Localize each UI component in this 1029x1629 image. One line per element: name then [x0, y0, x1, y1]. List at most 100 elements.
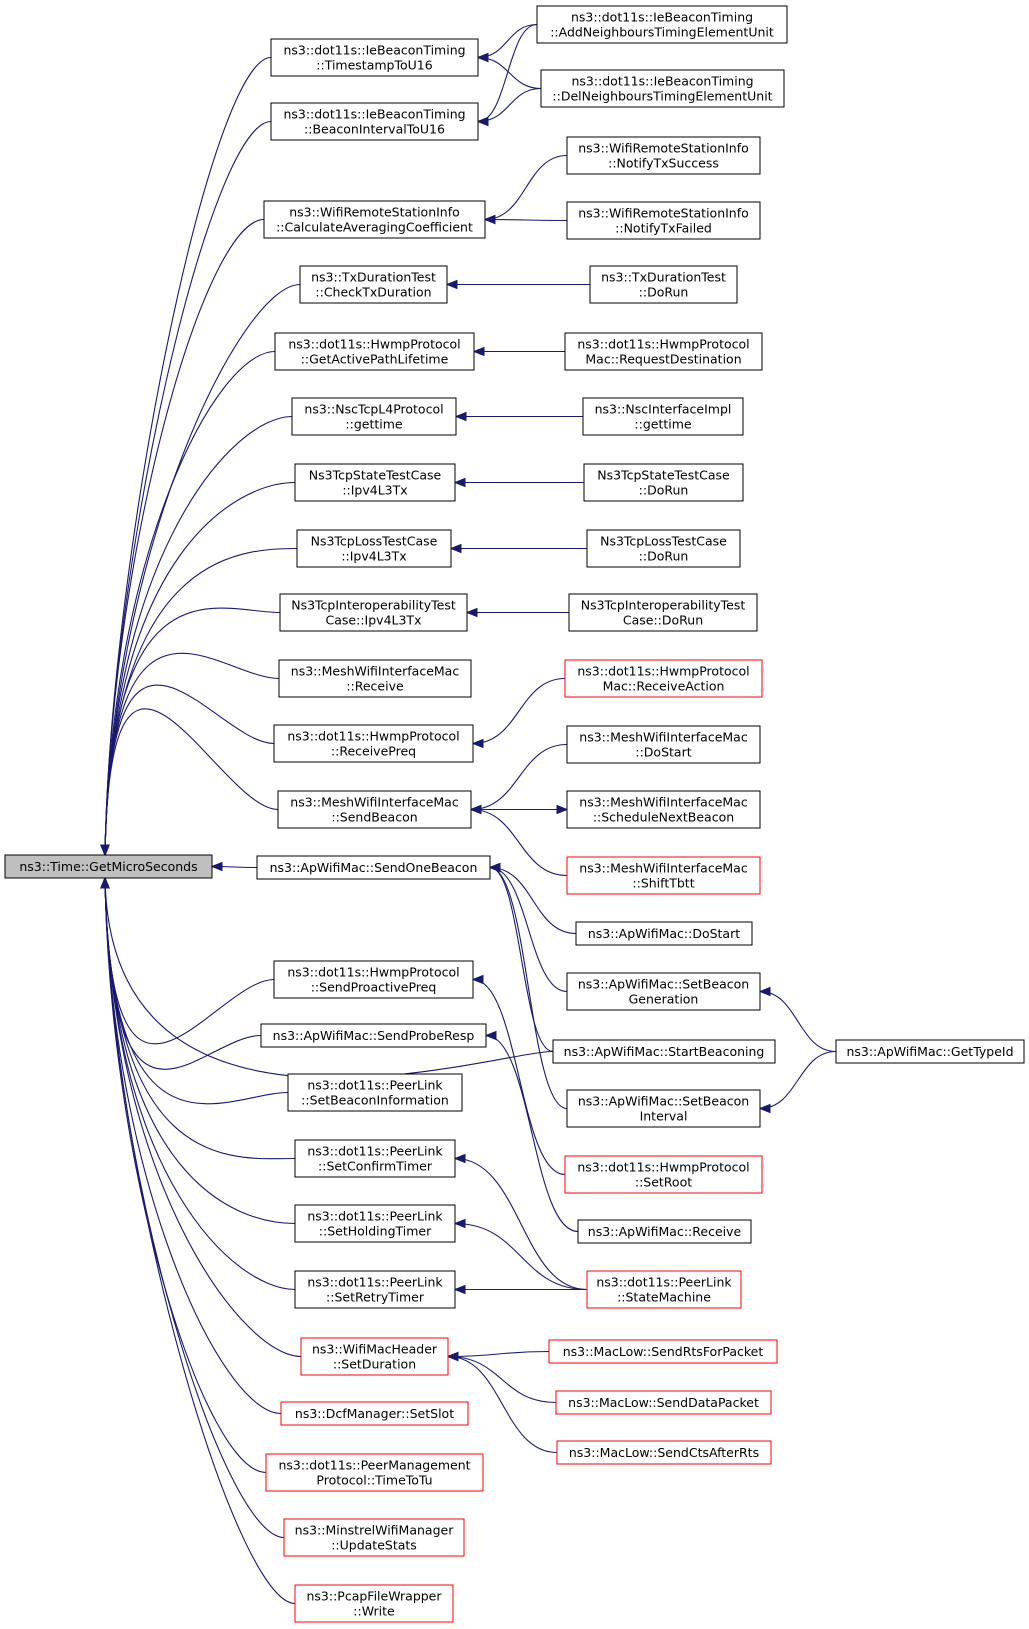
- arrowhead: [556, 804, 569, 815]
- caller-node[interactable]: ns3::dot11s::PeerLink::StateMachine: [586, 1270, 742, 1309]
- node-label: Ns3TcpLossTestCase: [600, 534, 727, 549]
- caller-node[interactable]: ns3::WifiMacHeader::SetDuration: [300, 1337, 449, 1376]
- node-box: [564, 659, 763, 698]
- caller-node[interactable]: ns3::MacLow::SendRtsForPacket: [548, 1339, 778, 1364]
- caller-node[interactable]: ns3::dot11s::IeBeaconTiming::AddNeighbou…: [536, 5, 788, 44]
- caller-node[interactable]: ns3::dot11s::HwmpProtocol::SendProactive…: [273, 960, 474, 999]
- node-box: [260, 1023, 487, 1048]
- caller-node[interactable]: ns3::dot11s::PeerLink::SetRetryTimer: [294, 1270, 456, 1309]
- nodes-layer: ns3::Time::GetMicroSeconds ns3::dot11s::I…: [4, 5, 1025, 1623]
- root-node[interactable]: ns3::Time::GetMicroSeconds: [4, 854, 213, 879]
- caller-node[interactable]: ns3::MeshWifiInterfaceMac::SendBeacon: [277, 790, 472, 829]
- node-box: [263, 200, 486, 239]
- caller-node[interactable]: ns3::NscTcpL4Protocol::gettime: [291, 397, 457, 436]
- caller-node[interactable]: ns3::MeshWifiInterfaceMac::DoStart: [566, 725, 761, 764]
- caller-node[interactable]: ns3::WifiRemoteStationInfo::NotifyTxFail…: [566, 201, 761, 240]
- call-edge: [477, 23, 538, 59]
- call-edge: [104, 877, 296, 1225]
- node-label: ::DoRun: [639, 483, 689, 498]
- node-box: [555, 1390, 772, 1415]
- caller-node[interactable]: ns3::ApWifiMac::DoStart: [575, 921, 753, 946]
- caller-node[interactable]: ns3::dot11s::IeBeaconTiming::DelNeighbou…: [540, 69, 785, 108]
- caller-node[interactable]: ns3::dot11s::PeerLink::SetConfirmTimer: [294, 1139, 456, 1178]
- call-edge: [484, 218, 568, 222]
- caller-node[interactable]: ns3::MacLow::SendDataPacket: [555, 1390, 772, 1415]
- node-box: [270, 102, 479, 141]
- call-edge: [454, 1157, 588, 1291]
- call-edge: [104, 877, 275, 1045]
- node-box: [265, 1453, 484, 1492]
- caller-node[interactable]: ns3::dot11s::IeBeaconTiming::BeaconInter…: [270, 102, 479, 141]
- caller-node[interactable]: ns3::ApWifiMac::Receive: [577, 1219, 752, 1244]
- node-label: Case::DoRun: [623, 613, 703, 628]
- caller-node[interactable]: ns3::MeshWifiInterfaceMac::ScheduleNextB…: [566, 790, 761, 829]
- node-box: [835, 1039, 1025, 1064]
- caller-node[interactable]: ns3::MeshWifiInterfaceMac::ShiftTbtt: [566, 856, 761, 895]
- call-edge: [104, 218, 265, 856]
- node-box: [300, 1337, 449, 1376]
- caller-node[interactable]: ns3::dot11s::IeBeaconTiming::TimestampTo…: [270, 38, 479, 77]
- node-box: [294, 1270, 456, 1309]
- caller-node[interactable]: ns3::DcfManager::SetSlot: [280, 1401, 469, 1426]
- node-box: [575, 921, 753, 946]
- node-label: ns3::dot11s::IeBeaconTiming: [283, 107, 465, 122]
- node-box: [294, 463, 456, 502]
- caller-node[interactable]: Ns3TcpLossTestCase::DoRun: [586, 529, 741, 568]
- caller-node[interactable]: ns3::MinstrelWifiManager::UpdateStats: [283, 1518, 465, 1557]
- call-edge: [104, 877, 267, 1474]
- caller-node[interactable]: ns3::ApWifiMac::GetTypeId: [835, 1039, 1025, 1064]
- node-label: ::TimestampToU16: [316, 58, 432, 73]
- caller-node[interactable]: Ns3TcpLossTestCase::Ipv4L3Tx: [296, 529, 452, 568]
- node-label: ::Write: [353, 1604, 395, 1619]
- caller-node[interactable]: ns3::dot11s::HwmpProtocol::GetActivePath…: [274, 332, 475, 371]
- node-label: ns3::dot11s::HwmpProtocol: [287, 729, 459, 744]
- arrowhead: [453, 477, 466, 488]
- node-box: [548, 1339, 778, 1364]
- caller-node[interactable]: ns3::WifiRemoteStationInfo::CalculateAve…: [263, 200, 486, 239]
- arrowhead: [449, 543, 462, 554]
- caller-node[interactable]: ns3::dot11s::HwmpProtocol::ReceivePreq: [273, 724, 474, 763]
- caller-node[interactable]: ns3::dot11s::HwmpProtocolMac::ReceiveAct…: [564, 659, 763, 698]
- node-box: [278, 659, 472, 698]
- caller-node[interactable]: ns3::ApWifiMac::StartBeaconing: [552, 1039, 776, 1064]
- caller-node[interactable]: ns3::WifiRemoteStationInfo::NotifyTxSucc…: [566, 136, 761, 175]
- node-label: ns3::dot11s::PeerLink: [596, 1275, 732, 1290]
- node-label: ns3::ApWifiMac::SendOneBeacon: [270, 860, 478, 875]
- caller-node[interactable]: ns3::dot11s::PeerLink::SetBeaconInformat…: [287, 1073, 463, 1112]
- caller-node[interactable]: Ns3TcpStateTestCase::Ipv4L3Tx: [294, 463, 456, 502]
- caller-node[interactable]: ns3::TxDurationTest::DoRun: [589, 265, 738, 304]
- caller-node[interactable]: ns3::dot11s::PeerManagementProtocol::Tim…: [265, 1453, 484, 1492]
- caller-node[interactable]: ns3::TxDurationTest::CheckTxDuration: [299, 265, 448, 304]
- node-label: ::gettime: [634, 417, 691, 432]
- call-edge: [104, 350, 276, 856]
- call-edge: [470, 808, 568, 877]
- node-label: ns3::dot11s::PeerLink: [307, 1078, 443, 1093]
- caller-node[interactable]: ns3::dot11s::HwmpProtocolMac::RequestDes…: [564, 332, 763, 371]
- call-edge: [104, 120, 272, 856]
- node-box: [270, 38, 479, 77]
- caller-node[interactable]: ns3::ApWifiMac::SendProbeResp: [260, 1023, 487, 1048]
- node-box: [279, 593, 468, 632]
- node-box: [577, 1219, 752, 1244]
- caller-node[interactable]: ns3::NscInterfaceImpl::gettime: [582, 397, 744, 436]
- node-label: ns3::PcapFileWrapper: [306, 1589, 442, 1604]
- node-label: Ns3TcpStateTestCase: [597, 468, 730, 483]
- caller-node[interactable]: ns3::PcapFileWrapper::Write: [294, 1584, 454, 1623]
- caller-node[interactable]: ns3::dot11s::PeerLink::SetHoldingTimer: [294, 1204, 456, 1243]
- caller-node[interactable]: ns3::dot11s::HwmpProtocol::SetRoot: [564, 1155, 763, 1194]
- call-edge: [759, 1050, 837, 1110]
- node-label: ns3::TxDurationTest: [601, 270, 726, 285]
- caller-node[interactable]: ns3::ApWifiMac::SendOneBeacon: [256, 855, 491, 880]
- caller-node[interactable]: Ns3TcpStateTestCase::DoRun: [583, 463, 744, 502]
- node-box: [586, 1270, 742, 1309]
- node-label: ::BeaconIntervalToU16: [304, 122, 445, 137]
- call-edge: [489, 866, 568, 1110]
- call-edge: [104, 708, 279, 856]
- arrowhead: [454, 411, 467, 422]
- caller-node[interactable]: ns3::MacLow::SendCtsAfterRts: [556, 1440, 772, 1465]
- caller-node[interactable]: ns3::MeshWifiInterfaceMac::Receive: [278, 659, 472, 698]
